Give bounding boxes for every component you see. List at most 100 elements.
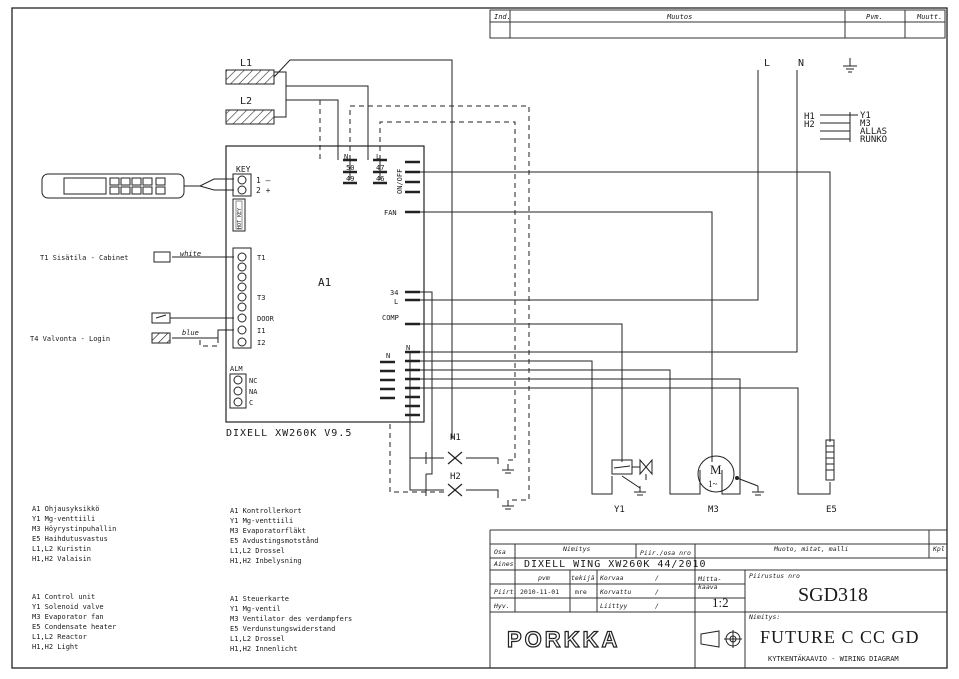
controller-model: DIXELL XW260K V9.5	[226, 428, 352, 439]
probe-t1-label: T1 Sisätila - Cabinet	[40, 254, 129, 262]
door-terminal: DOOR	[257, 315, 275, 323]
rt-y1: Y1	[860, 111, 871, 121]
rt-h1: H1	[804, 112, 815, 122]
wiring	[170, 59, 831, 498]
tb-piirustus-nro: Piirustus nro	[749, 572, 800, 580]
earth-icon	[752, 486, 764, 496]
legend-line: H1,H2 Light	[32, 643, 78, 651]
t3-terminal: T3	[257, 294, 265, 302]
reactor-l2: L2	[225, 96, 275, 125]
key-terminal-2: 2 +	[256, 186, 271, 195]
supply-n-label: N	[798, 58, 804, 69]
legend-en: A1 Control unit Y1 Solenoid valve M3 Eva…	[32, 593, 116, 651]
light-h2-label: H2	[450, 472, 461, 482]
legend-line: A1 Steuerkarte	[230, 595, 289, 603]
legend-line: Y1 Solenoid valve	[32, 603, 104, 611]
light-h2: H2	[425, 472, 463, 497]
on-off-label: ON/OFF	[396, 169, 404, 194]
legend-line: Y1 Mg-ventil	[230, 605, 281, 613]
key-terminal-1: 1 –	[256, 176, 271, 185]
legend-line: M3 Evaporator fan	[32, 613, 104, 621]
keypad-display	[41, 173, 185, 199]
tb-slash: /	[655, 574, 659, 582]
revision-table: Ind. Muutos Pvm. Muutt.	[489, 9, 946, 39]
probe-terminal-strip	[232, 247, 252, 349]
legend-line: E5 Haihdutusvastus	[32, 535, 108, 543]
rt-m3: M3	[860, 119, 871, 129]
fuse-49: 49	[346, 175, 354, 183]
alm-label: ALM	[230, 365, 243, 373]
tb-aines: Aines	[493, 560, 514, 568]
output-contacts	[380, 160, 420, 417]
porkka-logo: PORKKA	[507, 627, 620, 652]
tb-piirt-by: mre	[575, 588, 587, 596]
tb-slash: /	[655, 602, 659, 610]
legend-line: E5 Verdunstungswiderstand	[230, 625, 335, 633]
tb-liittyy: Liittyy	[600, 602, 627, 610]
legend-line: Y1 Mg-venttiili	[32, 515, 95, 523]
comp-label: COMP	[382, 314, 399, 322]
hot-key-label: HOT KEY	[237, 208, 243, 229]
legend-line: A1 Ohjausyksikkö	[32, 505, 99, 513]
tb-hyv: Hyv.	[493, 602, 510, 610]
supply-l-label: L	[764, 58, 770, 69]
tb-muoto: Muoto, mitat, malli	[773, 545, 848, 553]
supply-terminals: L N	[764, 58, 857, 73]
rev-col-change: Muutos	[666, 13, 692, 21]
rev-col-by: Muutt.	[916, 13, 942, 21]
tb-kpl: Kpl	[932, 545, 945, 553]
title-block: Osa Nimitys Piir./osa nro Muoto, mitat, …	[489, 529, 947, 668]
fuse-n: N	[344, 153, 348, 161]
fuse-l: L	[376, 153, 380, 161]
light-h1: H1	[425, 433, 463, 465]
solenoid-valve-y1	[611, 458, 653, 496]
tb-korvaa: Korvaa	[599, 574, 624, 582]
door-switch	[151, 312, 171, 324]
legend-line: M3 Ventilator des verdampfers	[230, 615, 352, 623]
legend-line: H1,H2 Inbelysning	[230, 557, 302, 565]
tb-tekija: tekijä	[571, 574, 595, 582]
reactor-l2-label: L2	[240, 96, 252, 107]
fuse-50: 50	[346, 164, 354, 172]
probe-t4: T4 Valvonta - Login blue	[30, 329, 199, 344]
legend-line: M3 Höyrystinpuhallin	[32, 525, 116, 533]
probe-t4-label: T4 Valvonta - Login	[30, 335, 110, 343]
legend-de2: A1 Steuerkarte Y1 Mg-ventil M3 Ventilato…	[230, 595, 352, 653]
legend-line: E5 Avdustingsmotstånd	[230, 536, 319, 545]
tb-piirt: Piirt.	[494, 588, 517, 596]
legend-line: H1,H2 Innenlicht	[230, 645, 297, 653]
tb-slash: /	[655, 588, 659, 596]
alm-c: C	[249, 399, 253, 407]
rev-col-date: Pvm.	[866, 13, 883, 21]
legend-line: L1,L2 Kuristin	[32, 545, 91, 553]
n-label-2: N	[406, 344, 410, 352]
tb-piir-osa-nro: Piir./osa nro	[640, 549, 691, 557]
legend-line: L1,L2 Drossel	[230, 635, 285, 643]
controller-a1: KEY 1 – 2 + HOT KEY 50 47 49 46 N L	[225, 145, 425, 439]
tb-korvattu: Korvattu	[599, 588, 631, 596]
legend-line: Y1 Mg-venttiili	[230, 517, 293, 525]
motor-phase: 1~	[708, 479, 718, 489]
a1-label: A1	[318, 276, 331, 289]
projection-symbol-icon	[700, 630, 742, 648]
t34-label: 34	[390, 289, 398, 297]
n-label: N	[386, 352, 390, 360]
legend-line: H1,H2 Valaisin	[32, 555, 91, 563]
y1-label: Y1	[614, 505, 625, 515]
legend-line: A1 Kontrollerkort	[230, 507, 302, 515]
alm-na: NA	[249, 388, 258, 396]
t1-terminal: T1	[257, 254, 265, 262]
m3-label: M3	[708, 505, 719, 515]
fuse-46: 46	[376, 175, 384, 183]
reactor-l1: L1	[225, 58, 275, 85]
tb-product: FUTURE C CC GD	[760, 627, 920, 647]
tb-scale: 1:2	[712, 595, 729, 610]
rt-allas: ALLAS	[860, 127, 887, 137]
i1-terminal: I1	[257, 327, 265, 335]
legend-line: A1 Control unit	[32, 593, 95, 601]
fan-motor-m3: M 1~	[697, 455, 764, 496]
reactor-l1-label: L1	[240, 58, 252, 69]
rt-runko: RUNKO	[860, 135, 887, 145]
fuse-block: 50 47 49 46 N L	[343, 153, 387, 185]
